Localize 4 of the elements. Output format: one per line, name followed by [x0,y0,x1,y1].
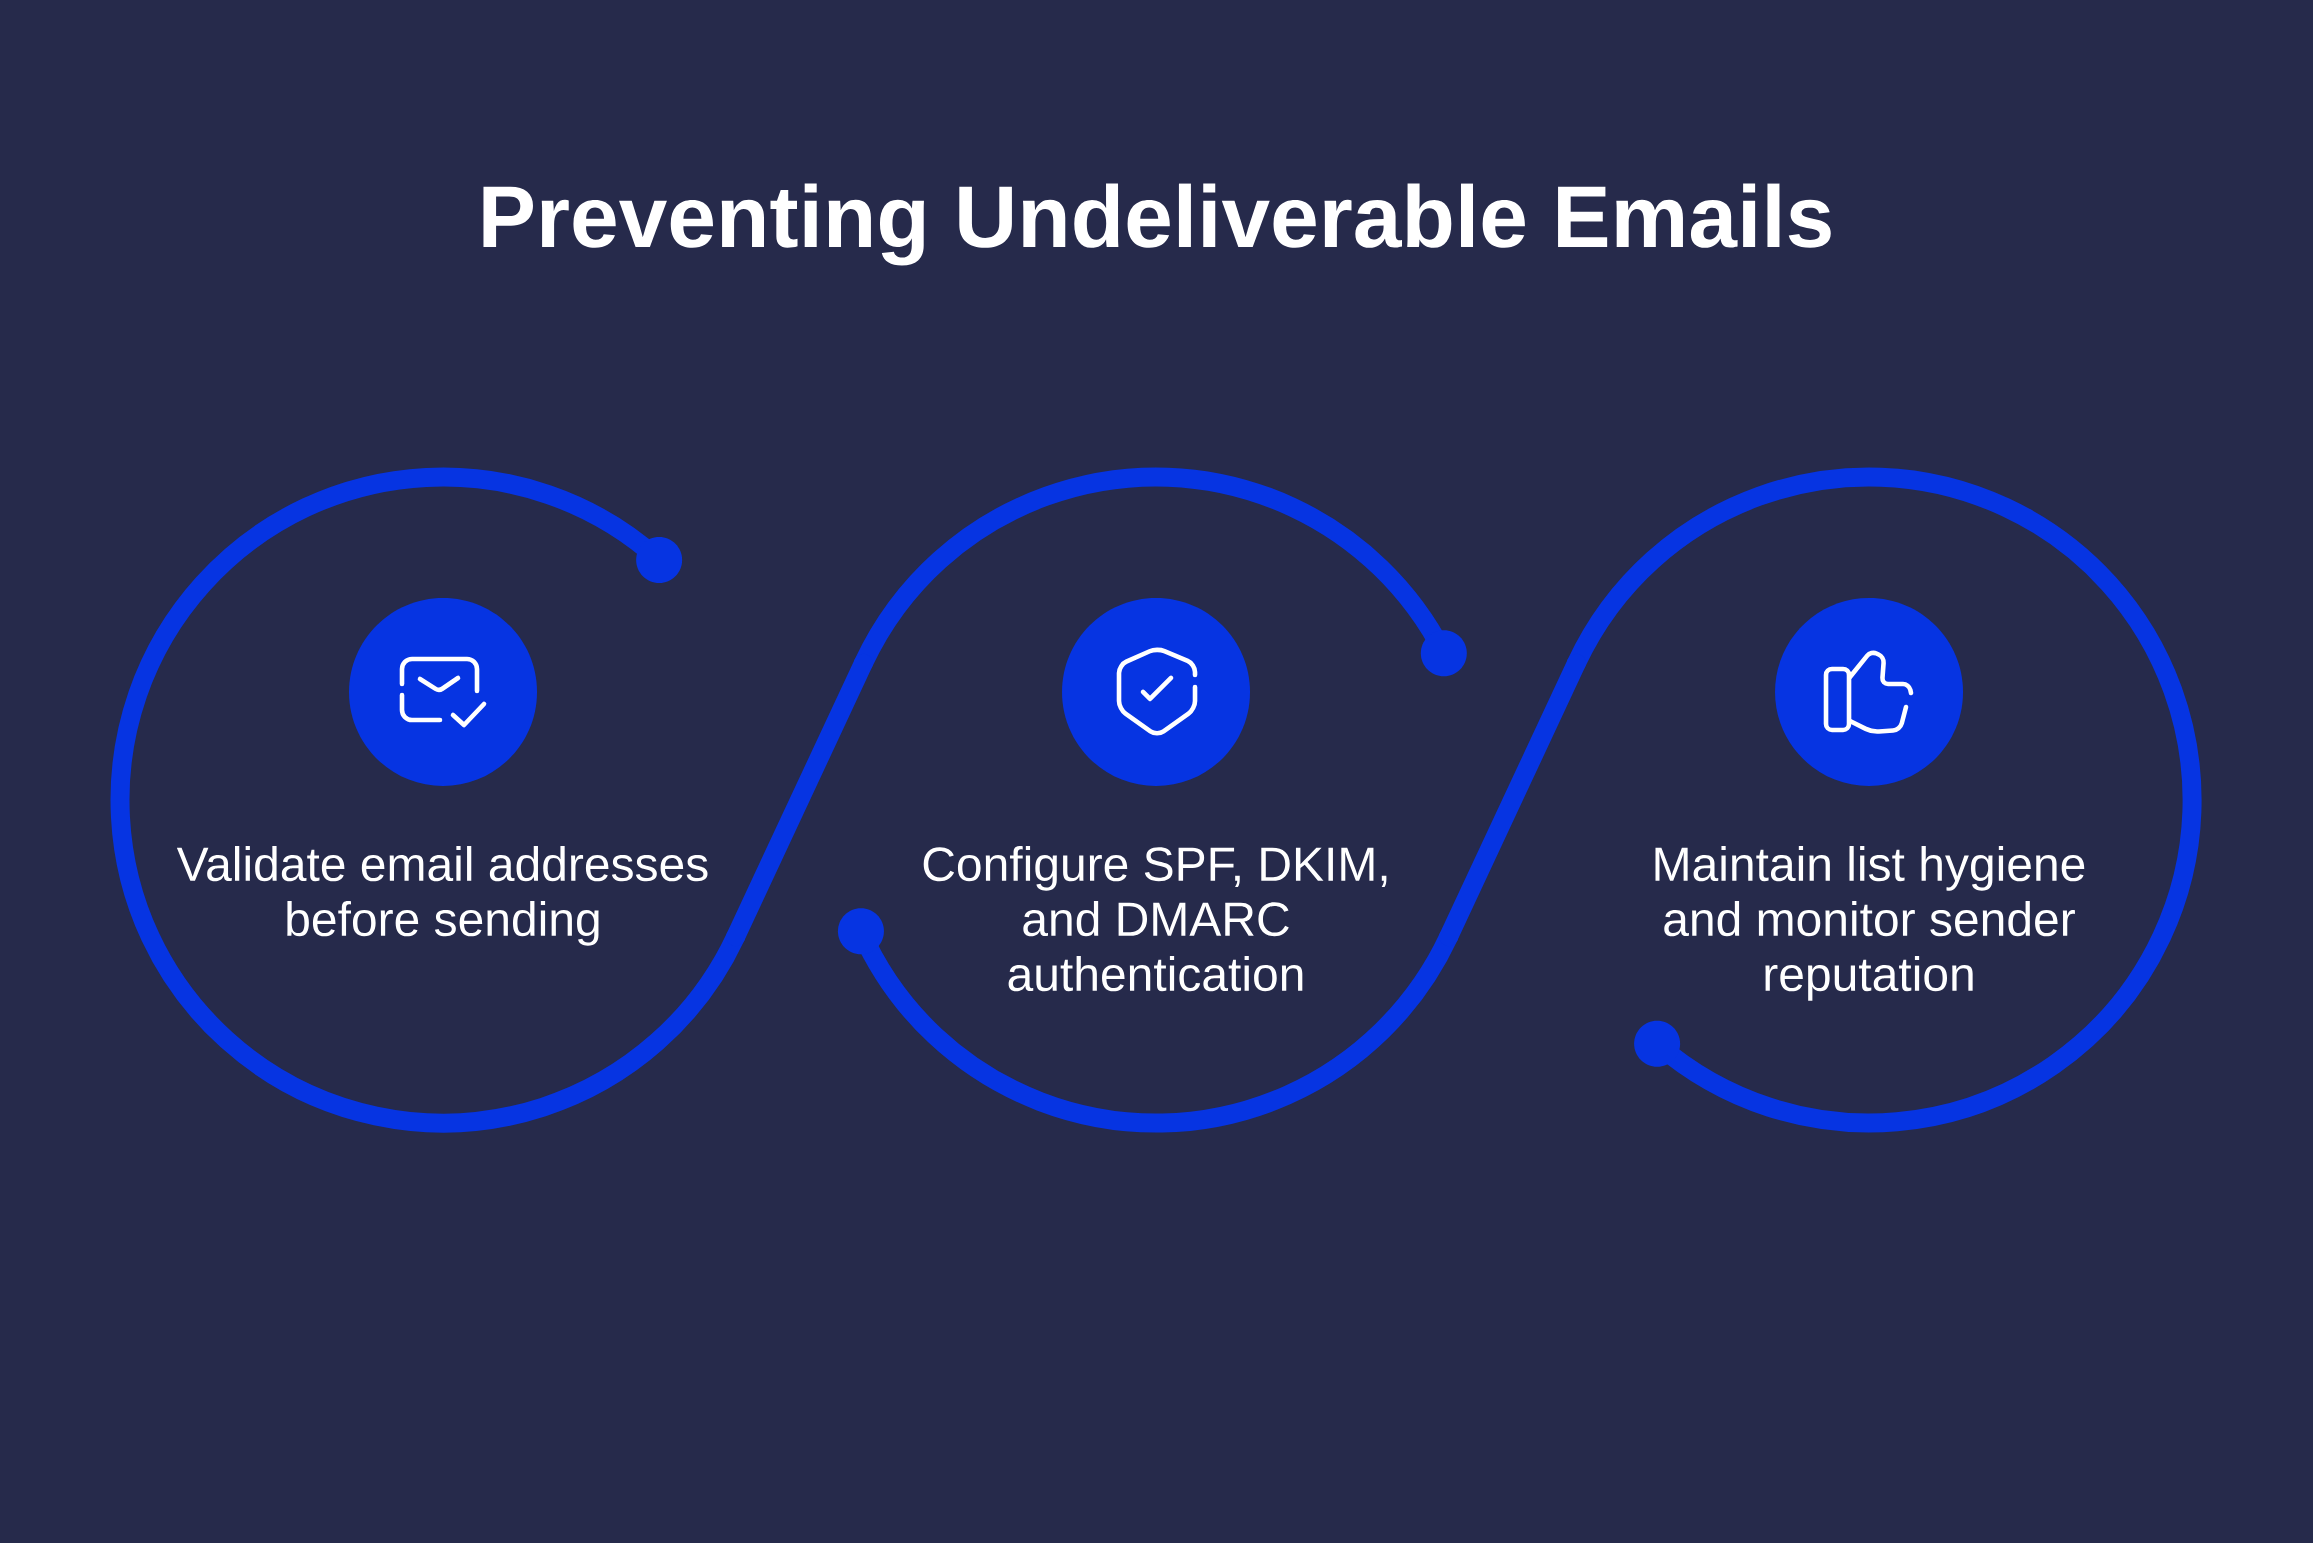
title: Preventing Undeliverable Emails [483,183,1831,266]
step-ring: Configure SPF, DKIM, and DMARC authentication [851,467,1459,1133]
step-ring: Validate email addresses before sending [110,467,746,1133]
step-ring: Maintain list hygiene and monitor sender reputation [1566,467,2202,1133]
